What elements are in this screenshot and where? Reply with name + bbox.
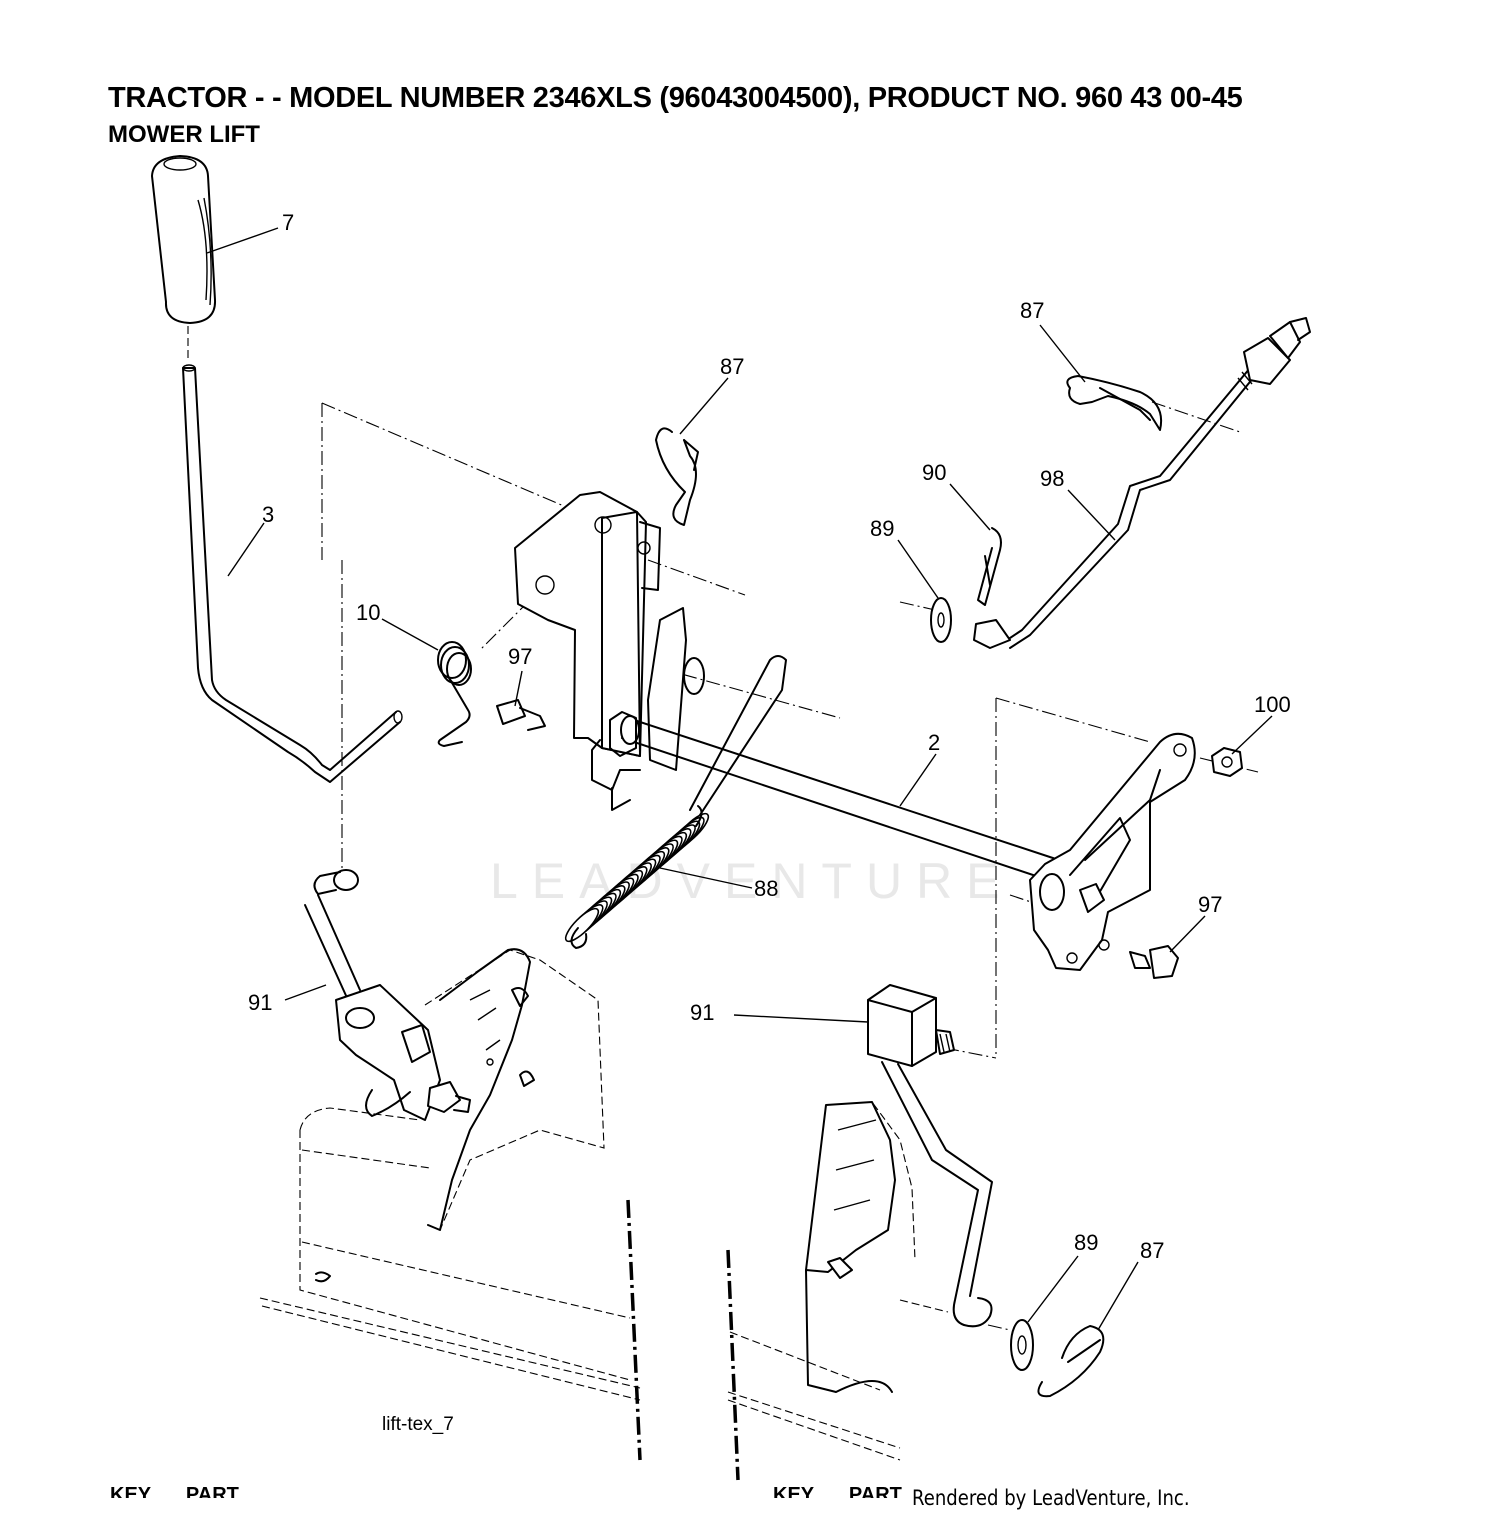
page-title: TRACTOR - - MODEL NUMBER 2346XLS (960430… bbox=[108, 82, 1243, 114]
torsion-spring bbox=[437, 641, 472, 747]
callout-97-lower: 97 bbox=[1198, 892, 1222, 917]
mounting-bracket bbox=[514, 491, 705, 811]
callout-labels: 7 3 87 87 90 98 89 10 97 2 100 88 97 91 … bbox=[248, 210, 1291, 1263]
callout-91-right: 91 bbox=[690, 1000, 714, 1025]
cotter-pin bbox=[977, 527, 1002, 606]
spring-end-hook bbox=[570, 927, 588, 949]
construction-lines bbox=[321, 401, 1259, 1331]
handle-grip bbox=[151, 155, 217, 324]
hairpin-clip-upper bbox=[655, 427, 699, 526]
right-lift-arm bbox=[1029, 732, 1196, 971]
parts-table-header-left: KEY PART bbox=[110, 1484, 239, 1498]
spring-top-hook bbox=[695, 805, 703, 827]
part-column-header: PART bbox=[848, 1484, 902, 1498]
hairpin-clip-right bbox=[1066, 375, 1162, 431]
lift-shaft bbox=[609, 711, 1066, 885]
leader-lines bbox=[206, 227, 1273, 1331]
callout-89-lower: 89 bbox=[1074, 1230, 1098, 1255]
shoulder-bolt-lower bbox=[1129, 945, 1179, 979]
callout-90: 90 bbox=[922, 460, 946, 485]
shoulder-bolt-upper bbox=[496, 699, 546, 731]
figure-code: lift-tex_7 bbox=[382, 1414, 454, 1435]
washer-upper bbox=[930, 597, 952, 643]
hex-nut bbox=[1211, 747, 1243, 777]
callout-98: 98 bbox=[1040, 466, 1064, 491]
lift-link-right bbox=[867, 984, 993, 1328]
callout-3: 3 bbox=[262, 502, 274, 527]
right-deck-bracket bbox=[726, 1101, 949, 1481]
spring-coil bbox=[564, 907, 600, 943]
callout-89-upper: 89 bbox=[870, 516, 894, 541]
extension-spring bbox=[564, 805, 710, 949]
callout-87-lower: 87 bbox=[1140, 1238, 1164, 1263]
callout-87-right: 87 bbox=[1020, 298, 1044, 323]
key-column-header: KEY bbox=[110, 1484, 151, 1498]
callout-2: 2 bbox=[928, 730, 940, 755]
washer-lower bbox=[1010, 1319, 1034, 1371]
callout-87-upper: 87 bbox=[720, 354, 744, 379]
left-deck-bracket bbox=[424, 948, 605, 1231]
lift-link-left bbox=[304, 869, 471, 1121]
adjusting-rod bbox=[973, 317, 1311, 649]
page-subtitle: MOWER LIFT bbox=[108, 121, 260, 148]
parts-table-header-right: KEY PART bbox=[773, 1484, 902, 1498]
key-column-header: KEY bbox=[773, 1484, 814, 1498]
callout-100: 100 bbox=[1254, 692, 1291, 717]
callout-88: 88 bbox=[754, 876, 778, 901]
callout-10: 10 bbox=[356, 600, 380, 625]
callout-7: 7 bbox=[282, 210, 294, 235]
hairpin-clip-lower bbox=[1037, 1325, 1105, 1398]
watermark: LEADVENTURE bbox=[490, 853, 1014, 909]
rendered-by-credit: Rendered by LeadVenture, Inc. bbox=[912, 1486, 1190, 1510]
callout-97-upper: 97 bbox=[508, 644, 532, 669]
lift-handle-rod bbox=[182, 364, 403, 783]
callout-91-left: 91 bbox=[248, 990, 272, 1015]
left-deck-outline bbox=[259, 1107, 642, 1461]
part-column-header: PART bbox=[185, 1484, 239, 1498]
spring-hook-rod bbox=[689, 655, 787, 819]
